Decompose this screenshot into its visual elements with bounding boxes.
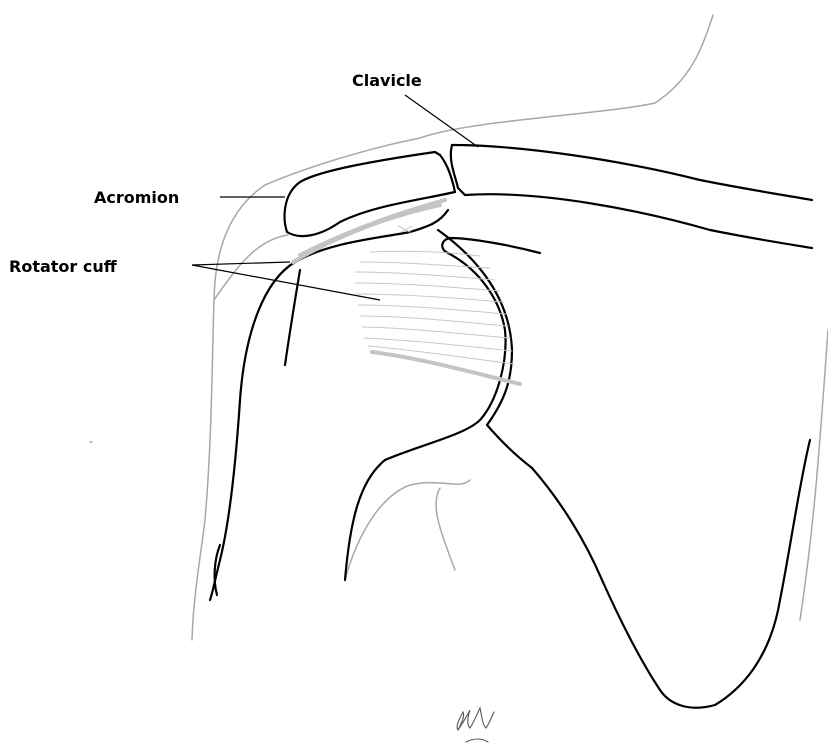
clavicle-bone bbox=[451, 145, 812, 248]
signature bbox=[457, 708, 494, 742]
scapula-bone bbox=[345, 230, 810, 708]
humerus-bone bbox=[210, 210, 448, 600]
skin-outline bbox=[90, 15, 828, 640]
clavicle-label: Clavicle bbox=[352, 71, 422, 90]
acromion-label: Acromion bbox=[94, 188, 179, 207]
rotator-cuff-label: Rotator cuff bbox=[9, 257, 118, 276]
leader-lines bbox=[192, 95, 478, 300]
rotator-cuff-muscle bbox=[293, 200, 520, 384]
rotator-cuff-leader-lower bbox=[192, 265, 380, 300]
